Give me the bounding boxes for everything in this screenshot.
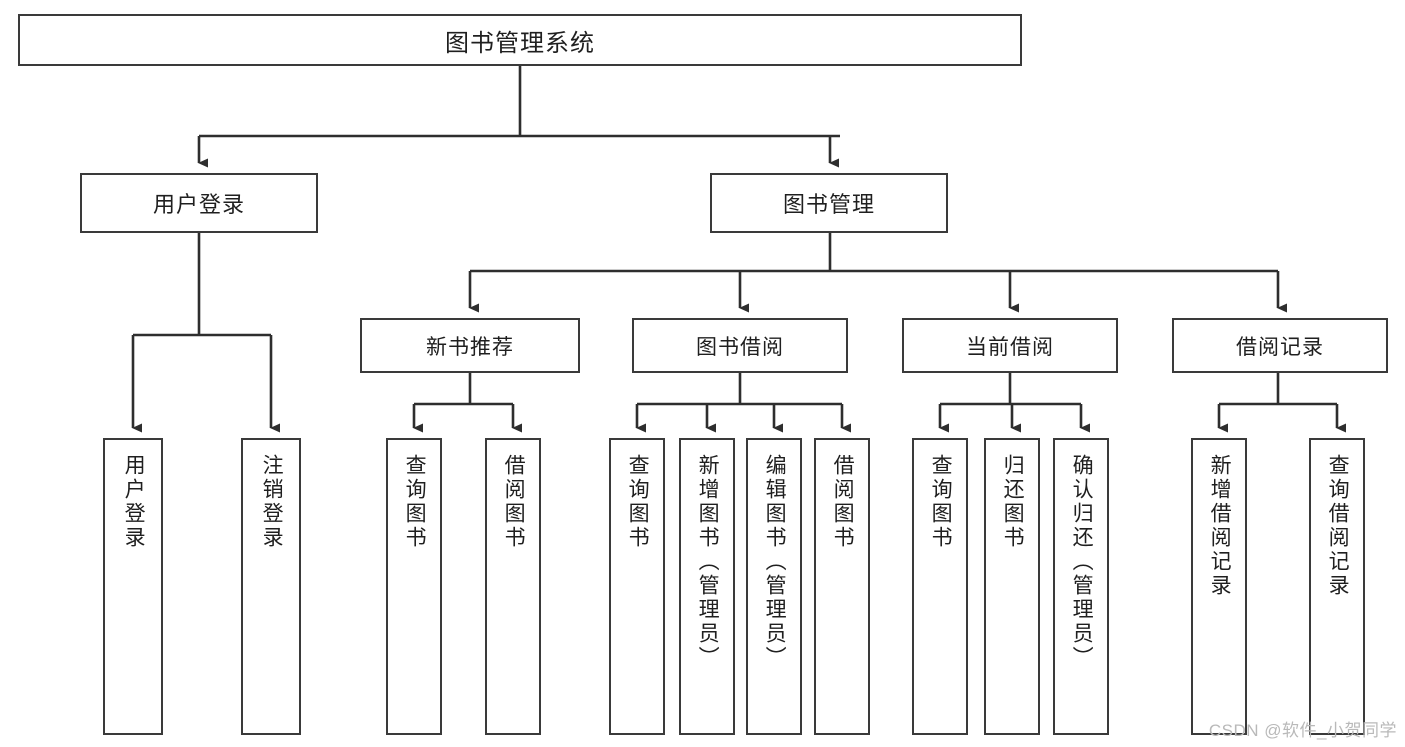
node-book-management[interactable]: 图书管理 [710, 173, 948, 233]
node-leaf-borrow-book-label: 借阅图书 [831, 454, 855, 550]
node-leaf-add-book-admin-label: 新增图书（管理员） [696, 454, 720, 670]
node-leaf-edit-book-admin-label: 编辑图书（管理员） [763, 454, 787, 670]
node-book-borrow-label: 图书借阅 [696, 335, 784, 359]
node-leaf-add-book-admin[interactable]: 新增图书（管理员） [679, 438, 735, 735]
node-new-book-recommend[interactable]: 新书推荐 [360, 318, 580, 373]
node-leaf-query-book-borrow-label: 查询图书 [626, 454, 650, 550]
node-leaf-query-borrow-record[interactable]: 查询借阅记录 [1309, 438, 1365, 735]
node-leaf-borrow-book[interactable]: 借阅图书 [814, 438, 870, 735]
node-leaf-user-login[interactable]: 用户登录 [103, 438, 163, 735]
node-leaf-query-book-borrow[interactable]: 查询图书 [609, 438, 665, 735]
node-leaf-query-borrow-record-label: 查询借阅记录 [1326, 454, 1350, 598]
node-leaf-return-book[interactable]: 归还图书 [984, 438, 1040, 735]
node-leaf-user-login-label: 用户登录 [122, 454, 146, 550]
node-leaf-confirm-return-admin[interactable]: 确认归还（管理员） [1053, 438, 1109, 735]
node-new-book-recommend-label: 新书推荐 [426, 335, 514, 359]
node-leaf-confirm-return-admin-label: 确认归还（管理员） [1070, 454, 1094, 670]
node-book-management-label: 图书管理 [782, 192, 875, 217]
node-leaf-query-book-current-label: 查询图书 [929, 454, 953, 550]
node-root-label: 图书管理系统 [445, 29, 595, 57]
node-leaf-return-book-label: 归还图书 [1001, 454, 1025, 550]
node-leaf-query-book-recommend[interactable]: 查询图书 [386, 438, 442, 735]
node-user-login-label: 用户登录 [152, 192, 245, 217]
node-leaf-borrow-book-recommend[interactable]: 借阅图书 [485, 438, 541, 735]
node-borrow-records[interactable]: 借阅记录 [1172, 318, 1388, 373]
node-leaf-add-borrow-record[interactable]: 新增借阅记录 [1191, 438, 1247, 735]
node-book-borrow[interactable]: 图书借阅 [632, 318, 848, 373]
node-leaf-query-book-current[interactable]: 查询图书 [912, 438, 968, 735]
node-leaf-borrow-book-recommend-label: 借阅图书 [502, 454, 526, 550]
watermark: CSDN @软件_小贺同学 [1208, 721, 1397, 740]
node-current-borrow[interactable]: 当前借阅 [902, 318, 1118, 373]
node-leaf-edit-book-admin[interactable]: 编辑图书（管理员） [746, 438, 802, 735]
node-current-borrow-label: 当前借阅 [966, 335, 1054, 359]
node-root[interactable]: 图书管理系统 [18, 14, 1022, 66]
node-borrow-records-label: 借阅记录 [1236, 335, 1324, 359]
node-leaf-query-book-recommend-label: 查询图书 [403, 454, 427, 550]
node-user-login[interactable]: 用户登录 [80, 173, 318, 233]
node-leaf-add-borrow-record-label: 新增借阅记录 [1208, 454, 1232, 598]
node-leaf-logout-login[interactable]: 注销登录 [241, 438, 301, 735]
node-leaf-logout-login-label: 注销登录 [260, 454, 284, 550]
